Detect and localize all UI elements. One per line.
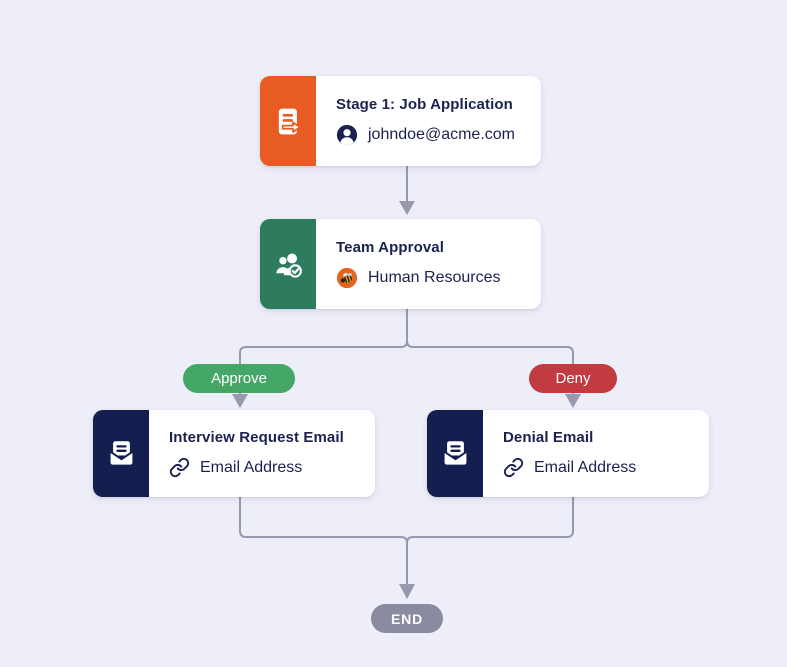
link-icon [503, 457, 524, 478]
node-title: Team Approval [336, 239, 444, 256]
link-icon [169, 457, 190, 478]
node-denial-email[interactable]: Denial Email Email Address [427, 410, 709, 497]
node-title: Denial Email [503, 429, 594, 446]
approve-label-text: Approve [211, 370, 267, 387]
node-stage1-job-application[interactable]: Stage 1: Job Application johndoe@acme.co… [260, 76, 541, 166]
node-title: Interview Request Email [169, 429, 344, 446]
node-title: Stage 1: Job Application [336, 96, 513, 113]
user-avatar-icon [336, 124, 358, 146]
end-label-text: END [391, 610, 423, 627]
bee-avatar-icon [336, 267, 358, 289]
open-envelope-icon [93, 410, 149, 497]
deny-branch-label[interactable]: Deny [529, 364, 617, 393]
node-subtitle: Email Address [534, 458, 637, 476]
node-subtitle: Human Resources [368, 269, 501, 286]
team-check-icon [260, 219, 316, 309]
open-envelope-icon [427, 410, 483, 497]
node-interview-request-email[interactable]: Interview Request Email Email Address [93, 410, 375, 497]
node-subtitle: Email Address [200, 458, 303, 476]
document-export-icon [260, 76, 316, 166]
deny-label-text: Deny [555, 370, 591, 387]
end-terminal-label: END [371, 604, 443, 633]
node-subtitle: johndoe@acme.com [368, 126, 515, 143]
approve-branch-label[interactable]: Approve [183, 364, 295, 393]
node-team-approval[interactable]: Team Approval [260, 219, 541, 309]
